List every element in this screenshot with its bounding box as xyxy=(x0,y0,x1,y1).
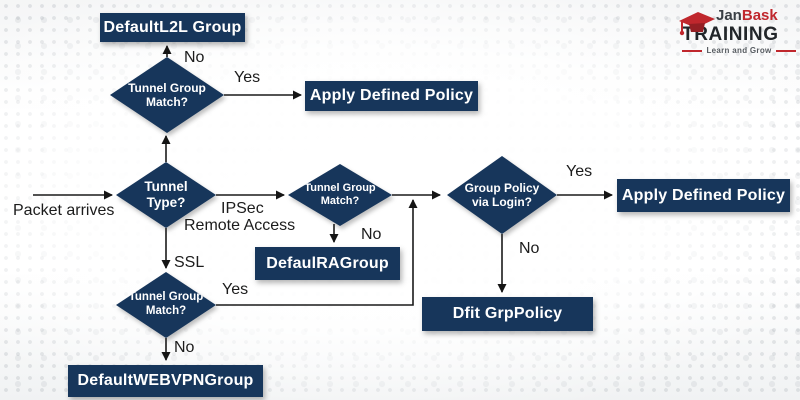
decision-text-line2: Match? xyxy=(145,305,187,317)
start-label: Packet arrives xyxy=(13,202,115,219)
graduation-cap-icon xyxy=(679,12,715,36)
edge-label-no-login: No xyxy=(519,240,540,257)
diamond-shape: Group Policy via Login? xyxy=(447,156,557,234)
decision-tunnel-type: Tunnel Type? xyxy=(116,162,216,228)
decision-text-line1: Group Policy xyxy=(464,180,540,195)
node-defaul-ra-group: DefaulRAGroup xyxy=(255,247,400,280)
logo-tagline-row: Learn and Grow xyxy=(682,46,797,55)
node-apply-defined-policy-right: Apply Defined Policy xyxy=(617,179,790,212)
decision-text-line2: Type? xyxy=(146,195,186,210)
edge-label-no-mid: No xyxy=(361,226,382,243)
tagline-dash-left xyxy=(682,49,703,52)
edge-label-ssl: SSL xyxy=(174,254,205,271)
diamond-shape: Tunnel Group Match? xyxy=(288,164,392,226)
decision-text-line2: via Login? xyxy=(472,195,532,209)
node-default-l2l-group: DefaultL2L Group xyxy=(100,13,245,42)
logo-jan: Jan xyxy=(716,7,742,24)
logo-tagline: Learn and Grow xyxy=(706,46,772,55)
edge-label-no-top: No xyxy=(184,49,205,66)
janbask-logo: JanBask TRAINING Learn and Grow xyxy=(664,7,797,55)
decision-text-line1: Tunnel xyxy=(144,178,188,194)
decision-text-line2: Match? xyxy=(146,95,188,109)
decision-text-line1: Tunnel Group xyxy=(304,181,376,194)
edge-label-no-bottom: No xyxy=(174,339,195,356)
decision-tunnel-group-match-mid: Tunnel Group Match? xyxy=(288,164,392,226)
logo-wordmark: JanBask xyxy=(716,7,797,25)
decision-text-line1: Tunnel Group xyxy=(128,80,206,95)
node-apply-defined-policy-top: Apply Defined Policy xyxy=(305,81,478,111)
edge-match-bottom-yes-to-login xyxy=(216,199,418,306)
diamond-shape: Tunnel Group Match? xyxy=(116,272,216,338)
node-default-webvpn-group: DefaultWEBVPNGroup xyxy=(68,365,263,397)
diamond-shape: Tunnel Group Match? xyxy=(110,57,224,133)
edge-label-yes-login: Yes xyxy=(566,163,593,180)
decision-group-policy-via-login: Group Policy via Login? xyxy=(447,156,557,234)
decision-text-line1: Tunnel Group xyxy=(128,291,204,304)
node-dfit-grp-policy: Dfit GrpPolicy xyxy=(422,297,593,331)
edge-label-remote-access: Remote Access xyxy=(184,217,296,234)
edge-label-yes-bottom: Yes xyxy=(222,281,249,298)
edge-label-ipsec: IPSec xyxy=(221,200,264,217)
edge-label-yes-top: Yes xyxy=(234,69,261,86)
logo-training: TRAINING xyxy=(682,24,779,45)
decision-tunnel-group-match-bottom: Tunnel Group Match? xyxy=(116,272,216,338)
tagline-dash-right xyxy=(775,49,797,52)
logo-bask: Bask xyxy=(741,7,778,24)
decision-tunnel-group-match-top: Tunnel Group Match? xyxy=(110,57,224,133)
decision-text-line2: Match? xyxy=(320,195,360,207)
